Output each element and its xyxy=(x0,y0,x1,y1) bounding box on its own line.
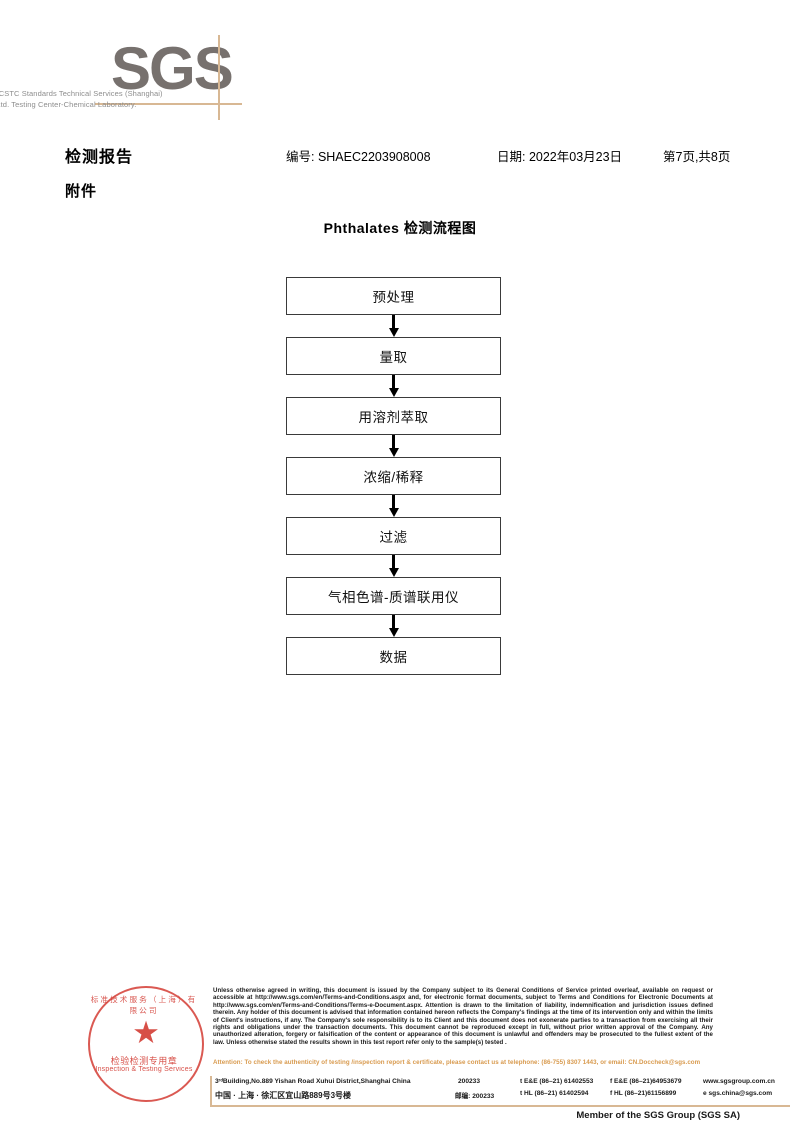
flow-arrow-down-icon xyxy=(286,555,501,577)
member-of-group-line: Member of the SGS Group (SGS SA) xyxy=(576,1110,740,1121)
stamp-company-overlay: SGS-CSTC Standards Technical Services (S… xyxy=(0,89,163,109)
flow-node: 用溶剂萃取 xyxy=(286,397,501,435)
attachment-label: 附件 xyxy=(65,183,98,200)
legal-disclaimer: Unless otherwise agreed in writing, this… xyxy=(213,987,713,1046)
flow-node: 浓缩/稀释 xyxy=(286,457,501,495)
flow-node: 量取 xyxy=(286,337,501,375)
telephone-hl: t HL (86–21) 61402594 xyxy=(520,1090,589,1097)
address-row-chinese: 中国 · 上海 · 徐汇区宜山路889号3号楼 邮编: 200233 t HL … xyxy=(215,1090,795,1104)
stamp-circle-border xyxy=(88,986,204,1102)
zip-english: 200233 xyxy=(458,1078,481,1085)
flow-arrow-down-icon xyxy=(286,435,501,457)
fax-hl: f HL (86–21)61156899 xyxy=(610,1090,677,1097)
logo-vertical-rule xyxy=(218,35,220,120)
sgs-logo-text: SGS xyxy=(111,35,234,102)
document-header: 检测报告 编号: SHAEC2203908008 日期: 2022年03月23日… xyxy=(0,143,800,167)
address-separator-vertical xyxy=(210,1076,212,1106)
website-link[interactable]: www.sgsgroup.com.cn xyxy=(703,1078,775,1085)
address-chinese: 中国 · 上海 · 徐汇区宜山路889号3号楼 xyxy=(215,1091,352,1100)
flow-arrow-down-icon xyxy=(286,375,501,397)
email-link[interactable]: e sgs.china@sgs.com xyxy=(703,1090,773,1097)
flow-node: 预处理 xyxy=(286,277,501,315)
address-english: 3ʳᵈBuilding,No.889 Yishan Road Xuhui Dis… xyxy=(215,1078,411,1085)
logo-horizontal-rule xyxy=(95,103,242,105)
flow-arrow-down-icon xyxy=(286,315,501,337)
stamp-chinese-text: 检验检测专用章 xyxy=(110,1056,178,1066)
report-date: 日期: 2022年03月23日 xyxy=(497,150,623,164)
stamp-arc-text: 标准技术服务（上海）有限公司 xyxy=(90,995,198,1015)
attention-notice: Attention: To check the authenticity of … xyxy=(213,1059,701,1066)
flowchart: 预处理 量取 用溶剂萃取 浓缩/稀释 过滤 气相色谱-质谱联用仪 数据 xyxy=(286,277,503,675)
flow-arrow-down-icon xyxy=(286,495,501,517)
flowchart-title: Phthalates 检测流程图 xyxy=(323,220,477,236)
official-stamp: 标准技术服务（上海）有限公司 ★ 检验检测专用章 Inspection & Te… xyxy=(88,986,204,1102)
telephone-ee: t E&E (86–21) 61402553 xyxy=(520,1078,594,1085)
flow-node: 气相色谱-质谱联用仪 xyxy=(286,577,501,615)
fax-ee: f E&E (86–21)64953679 xyxy=(610,1078,682,1085)
zip-chinese: 邮编: 200233 xyxy=(455,1093,495,1100)
address-separator-horizontal xyxy=(210,1105,790,1107)
page-indicator: 第7页,共8页 xyxy=(663,150,731,164)
address-row-english: 3ʳᵈBuilding,No.889 Yishan Road Xuhui Dis… xyxy=(215,1078,795,1092)
report-number: 编号: SHAEC2203908008 xyxy=(286,150,431,164)
stamp-english-text: Inspection & Testing Services xyxy=(95,1066,193,1073)
flow-arrow-down-icon xyxy=(286,615,501,637)
page-title: 检测报告 xyxy=(65,149,134,166)
flow-node: 过滤 xyxy=(286,517,501,555)
star-icon: ★ xyxy=(132,1015,160,1050)
flow-node: 数据 xyxy=(286,637,501,675)
sgs-logo: SGS xyxy=(95,32,275,127)
